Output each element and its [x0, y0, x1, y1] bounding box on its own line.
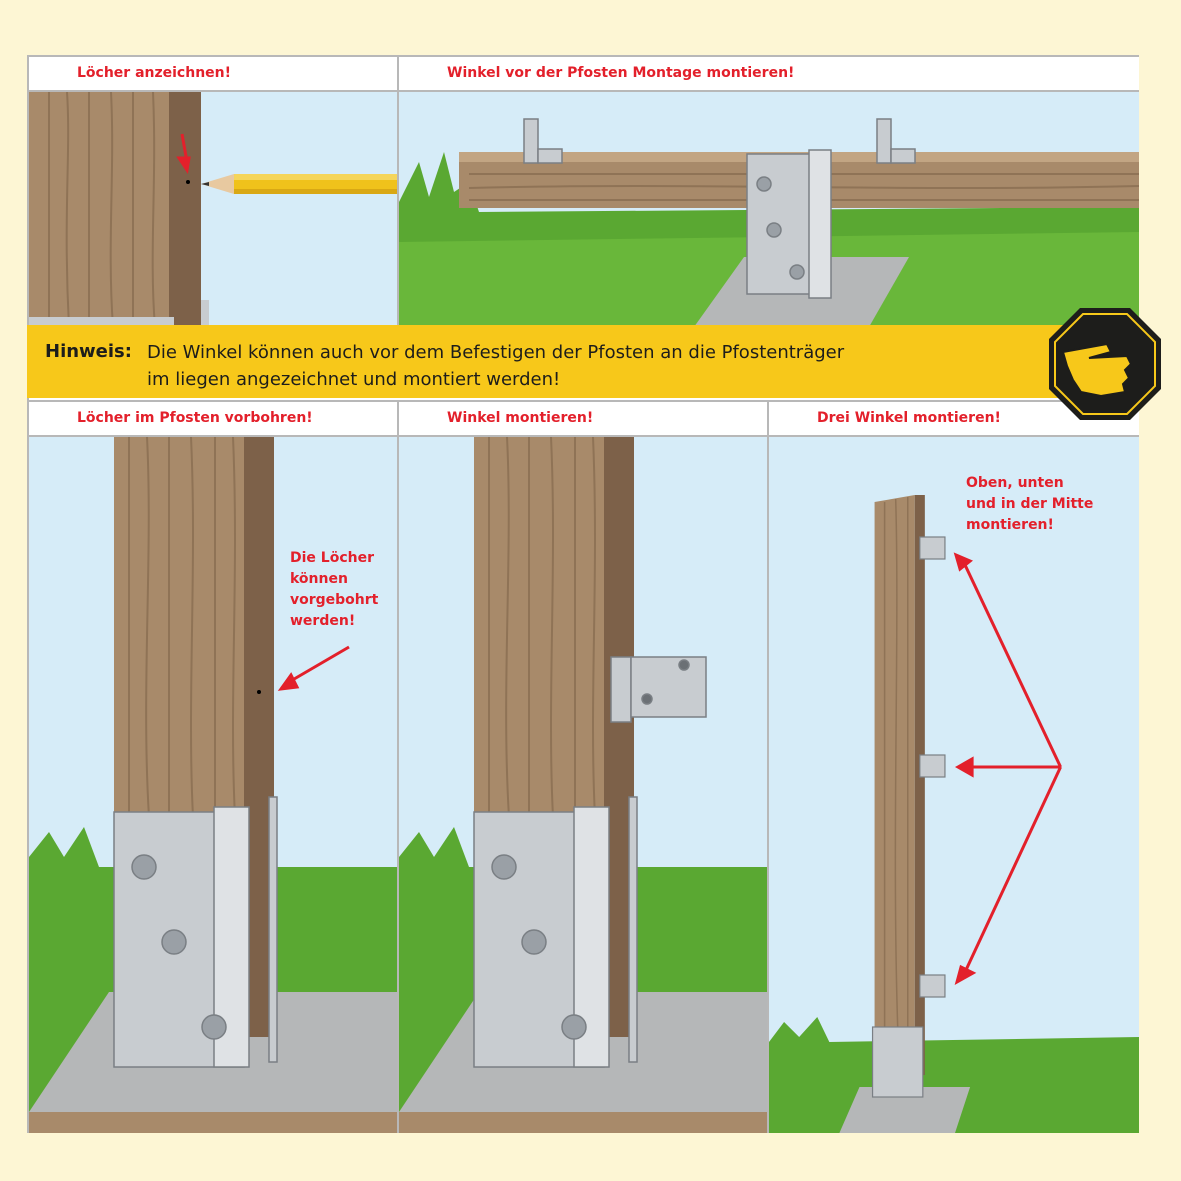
hint-text: Die Winkel können auch vor dem Befestige… — [147, 339, 947, 393]
panel-predrill: Löcher im Pfosten vorbohren! — [29, 400, 399, 1133]
three-brackets-note: Oben, unten und in der Mitte montieren! — [966, 473, 1093, 536]
angle-bracket — [919, 536, 946, 998]
angle-bracket — [523, 118, 916, 164]
panel-header: Löcher anzeichnen! — [29, 57, 397, 92]
hint-bar: Hinweis: Die Winkel können auch vor dem … — [27, 325, 1087, 398]
scene-three-brackets — [769, 437, 1139, 1133]
note-line: Die Löcher — [290, 550, 374, 566]
pencil-icon — [201, 174, 397, 194]
note-line: montieren! — [966, 517, 1054, 533]
note-line: werden! — [290, 613, 356, 629]
panel-title: Winkel montieren! — [447, 410, 594, 426]
hint-line: im liegen angezeichnet und montiert werd… — [147, 369, 561, 390]
panel-mount-before: Winkel vor der Pfosten Montage montieren… — [399, 57, 1139, 327]
angle-bracket — [610, 656, 707, 723]
scene-predrill — [29, 437, 397, 1133]
panel-header: Winkel montieren! — [399, 402, 767, 437]
wooden-post — [114, 437, 244, 817]
panel-title: Löcher im Pfosten vorbohren! — [77, 410, 313, 426]
panel-mark-holes: Löcher anzeichnen! — [29, 57, 399, 327]
note-line: vorgebohrt — [290, 592, 379, 608]
post-support — [871, 1026, 924, 1098]
post-support — [113, 796, 278, 1068]
wooden-post — [474, 437, 604, 817]
scene-mount-bracket — [399, 437, 767, 1133]
scene-mount-before — [399, 92, 1139, 327]
panel-title: Drei Winkel montieren! — [817, 410, 1001, 426]
note-line: und in der Mitte — [966, 496, 1094, 512]
note-line: Oben, unten — [966, 475, 1064, 491]
panel-title: Winkel vor der Pfosten Montage montieren… — [447, 65, 795, 81]
panel-title: Löcher anzeichnen! — [77, 65, 232, 81]
instruction-frame: Löcher anzeichnen! — [27, 55, 1139, 1133]
hint-line: Die Winkel können auch vor dem Befestige… — [147, 342, 845, 363]
panel-header: Löcher im Pfosten vorbohren! — [29, 402, 397, 437]
scene-mark-holes — [29, 92, 397, 327]
panel-header: Winkel vor der Pfosten Montage montieren… — [399, 57, 1139, 92]
wooden-post — [29, 92, 169, 327]
red-arrow-icon — [277, 645, 350, 691]
hint-label: Hinweis: — [45, 341, 132, 362]
predrill-note: Die Löcher können vorgebohrt werden! — [290, 548, 378, 632]
red-arrow-icon — [176, 133, 191, 174]
red-arrow-icon — [953, 552, 1062, 986]
note-line: können — [290, 571, 348, 587]
post-support — [473, 796, 638, 1068]
panel-mount-bracket: Winkel montieren! — [399, 400, 769, 1133]
pointing-hand-icon — [1045, 304, 1165, 424]
post-support — [746, 149, 832, 299]
panel-three-brackets: Drei Winkel montieren! — [769, 400, 1139, 1133]
